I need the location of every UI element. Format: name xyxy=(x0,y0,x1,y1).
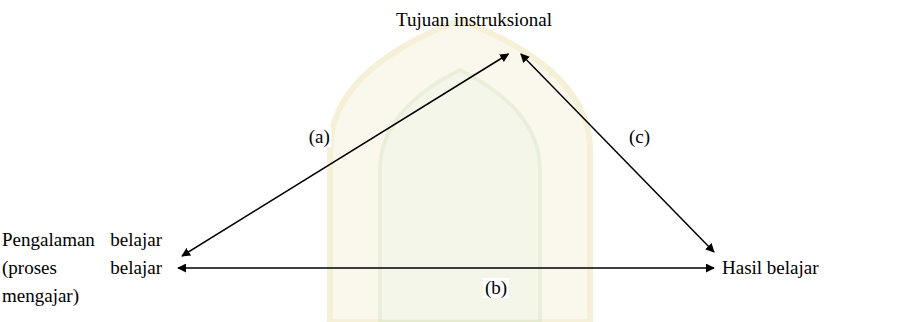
text-node: Pengalaman belajar (proses belajar menga… xyxy=(2,226,162,310)
node-text: Pengalaman belajar (proses belajar menga… xyxy=(2,226,162,310)
node-text: Tujuan instruksional xyxy=(396,6,552,34)
edge-label: (b) xyxy=(483,278,509,298)
watermark-inner-arch xyxy=(380,70,540,322)
double-arrow xyxy=(178,267,714,269)
edge-label: (a) xyxy=(307,127,332,147)
double-arrow xyxy=(182,54,508,256)
edge-label: (c) xyxy=(627,127,652,147)
node-text: Hasil belajar xyxy=(722,254,819,282)
double-arrow xyxy=(521,54,714,252)
text-node: Tujuan instruksional xyxy=(396,6,552,34)
watermark-arch xyxy=(330,20,590,322)
text-node: Hasil belajar xyxy=(722,254,819,282)
